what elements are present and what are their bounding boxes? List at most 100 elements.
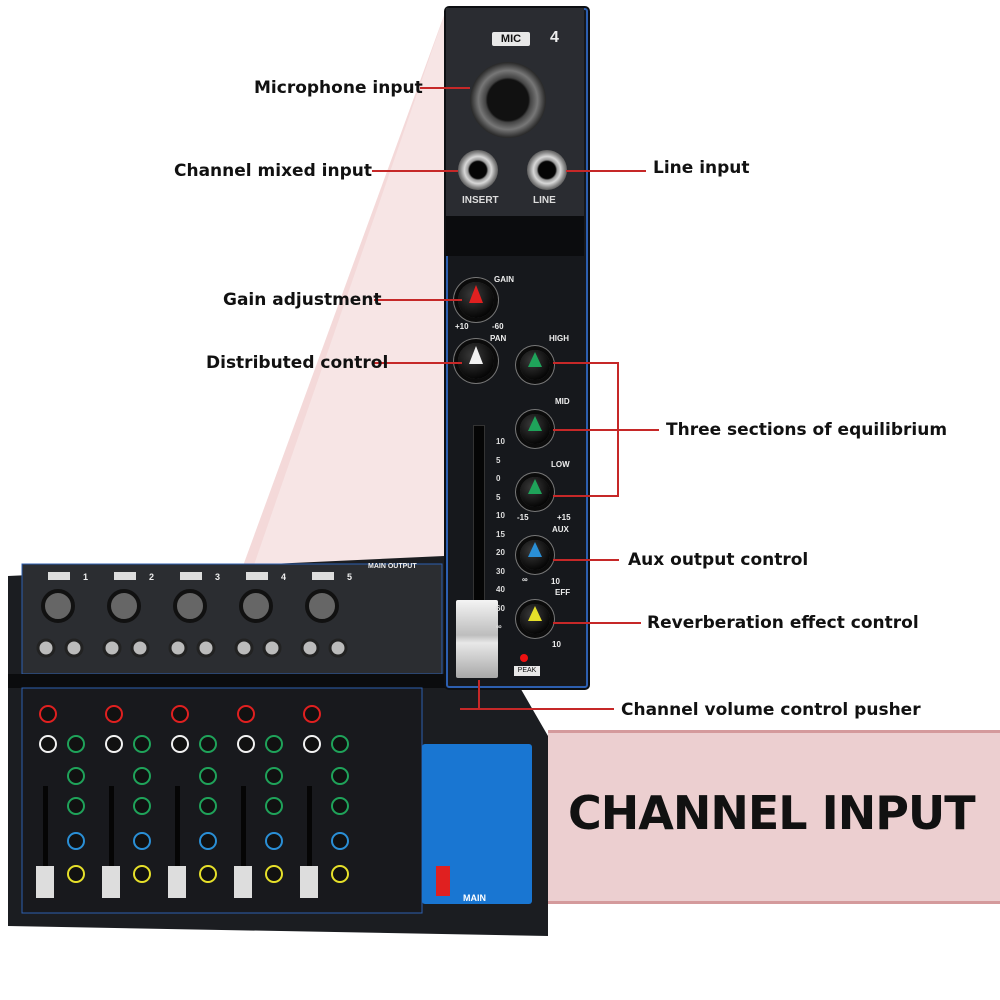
low-knob-indicator [528, 479, 542, 495]
mini-knob [67, 797, 85, 815]
eff-knob-indicator [528, 606, 542, 622]
pan-knob[interactable] [458, 343, 494, 379]
mini-fader-track [109, 786, 114, 896]
mini-jack [168, 638, 188, 658]
mini-knob [199, 832, 217, 850]
mini-knob [265, 797, 283, 815]
high-label: HIGH [549, 334, 569, 343]
mini-jack [234, 638, 254, 658]
mic-tag: MIC [492, 32, 530, 46]
fader-scale-tick: 30 [496, 566, 505, 576]
fader-scale-tick: 10 [496, 437, 505, 446]
mini-channel-number: 4 [281, 572, 286, 582]
peak-led [520, 654, 528, 662]
eq-max-label: +15 [557, 513, 571, 522]
high-knob-indicator [528, 352, 542, 368]
label-aux-output-control: Aux output control [628, 550, 809, 570]
callout-line-eq-high [553, 362, 619, 364]
mini-knob [331, 767, 349, 785]
mini-knob [265, 767, 283, 785]
mini-knob [39, 735, 57, 753]
callout-line-gain [374, 299, 462, 301]
mini-knob [199, 767, 217, 785]
mini-knob [105, 705, 123, 723]
label-gain-adjustment: Gain adjustment [223, 290, 382, 310]
mid-label: MID [555, 397, 570, 406]
aux-min-label: ∞ [522, 575, 528, 584]
mini-knob [331, 832, 349, 850]
mini-fader-cap [102, 866, 120, 898]
mini-mic-tag [114, 572, 136, 580]
mini-fader-cap [36, 866, 54, 898]
high-knob[interactable] [520, 350, 550, 380]
mini-knob [303, 705, 321, 723]
line-jack[interactable] [527, 150, 567, 190]
insert-jack[interactable] [458, 150, 498, 190]
mini-jack [196, 638, 216, 658]
gain-knob[interactable] [458, 282, 494, 318]
gain-max-label: -60 [492, 322, 504, 331]
mini-knob [171, 735, 189, 753]
eff-label: EFF [555, 588, 571, 597]
low-knob[interactable] [520, 477, 550, 507]
mini-fader-track [175, 786, 180, 896]
mini-channel-number: 2 [149, 572, 154, 582]
gain-label: GAIN [494, 275, 514, 284]
callout-line-fader-vertical [478, 680, 480, 710]
mini-knob [331, 735, 349, 753]
mini-channel-number: 1 [83, 572, 88, 582]
mini-jack [64, 638, 84, 658]
mini-xlr [305, 589, 339, 623]
mini-jack [300, 638, 320, 658]
label-line-input: Line input [653, 158, 750, 178]
xlr-input[interactable] [470, 62, 546, 138]
aux-knob[interactable] [520, 540, 550, 570]
mini-xlr [41, 589, 75, 623]
mini-mic-tag [312, 572, 334, 580]
fader-scale-tick: 40 [496, 585, 505, 594]
mini-knob [105, 735, 123, 753]
mini-knob [133, 767, 151, 785]
mini-knob [265, 735, 283, 753]
callout-line-eq-mid [553, 429, 619, 431]
channel-input-title: CHANNEL INPUT [568, 786, 976, 840]
mini-fader-track [241, 786, 246, 896]
mini-jack [262, 638, 282, 658]
mini-knob [265, 832, 283, 850]
label-distributed-control: Distributed control [206, 353, 389, 373]
strip-divider [446, 216, 584, 256]
fader-scale-tick: 5 [496, 492, 501, 502]
mini-knob [331, 797, 349, 815]
fader-scale-tick: 0 [496, 474, 501, 483]
callout-line-line [566, 170, 646, 172]
mini-knob [237, 735, 255, 753]
fader-scale-tick: 5 [496, 455, 501, 465]
mini-fader-cap [168, 866, 186, 898]
pan-knob-indicator [469, 345, 483, 364]
mini-channel-number: 5 [347, 572, 352, 582]
mini-knob [199, 735, 217, 753]
mini-fader-cap [234, 866, 252, 898]
channel-fader[interactable] [456, 600, 498, 678]
mini-jack [102, 638, 122, 658]
peak-label: PEAK [514, 666, 540, 676]
callout-line-fader [460, 708, 614, 710]
mini-channel-number: 3 [215, 572, 220, 582]
eff-knob[interactable] [520, 604, 550, 634]
channel-input-banner [548, 730, 1000, 904]
mini-knob [133, 832, 151, 850]
mini-knob [67, 832, 85, 850]
mid-knob[interactable] [520, 414, 550, 444]
label-channel-mixed-input: Channel mixed input [174, 161, 372, 181]
mini-main-fader-cap [436, 866, 450, 896]
mini-main-output-label: MAIN OUTPUT [368, 563, 417, 570]
fader-scale-tick: 20 [496, 548, 505, 557]
mini-knob [67, 767, 85, 785]
mini-knob [303, 735, 321, 753]
aux-knob-indicator [528, 542, 542, 558]
aux-max-label: 10 [551, 577, 560, 586]
mini-knob [331, 865, 349, 883]
mini-knob [199, 865, 217, 883]
mini-xlr [173, 589, 207, 623]
mini-jack [328, 638, 348, 658]
